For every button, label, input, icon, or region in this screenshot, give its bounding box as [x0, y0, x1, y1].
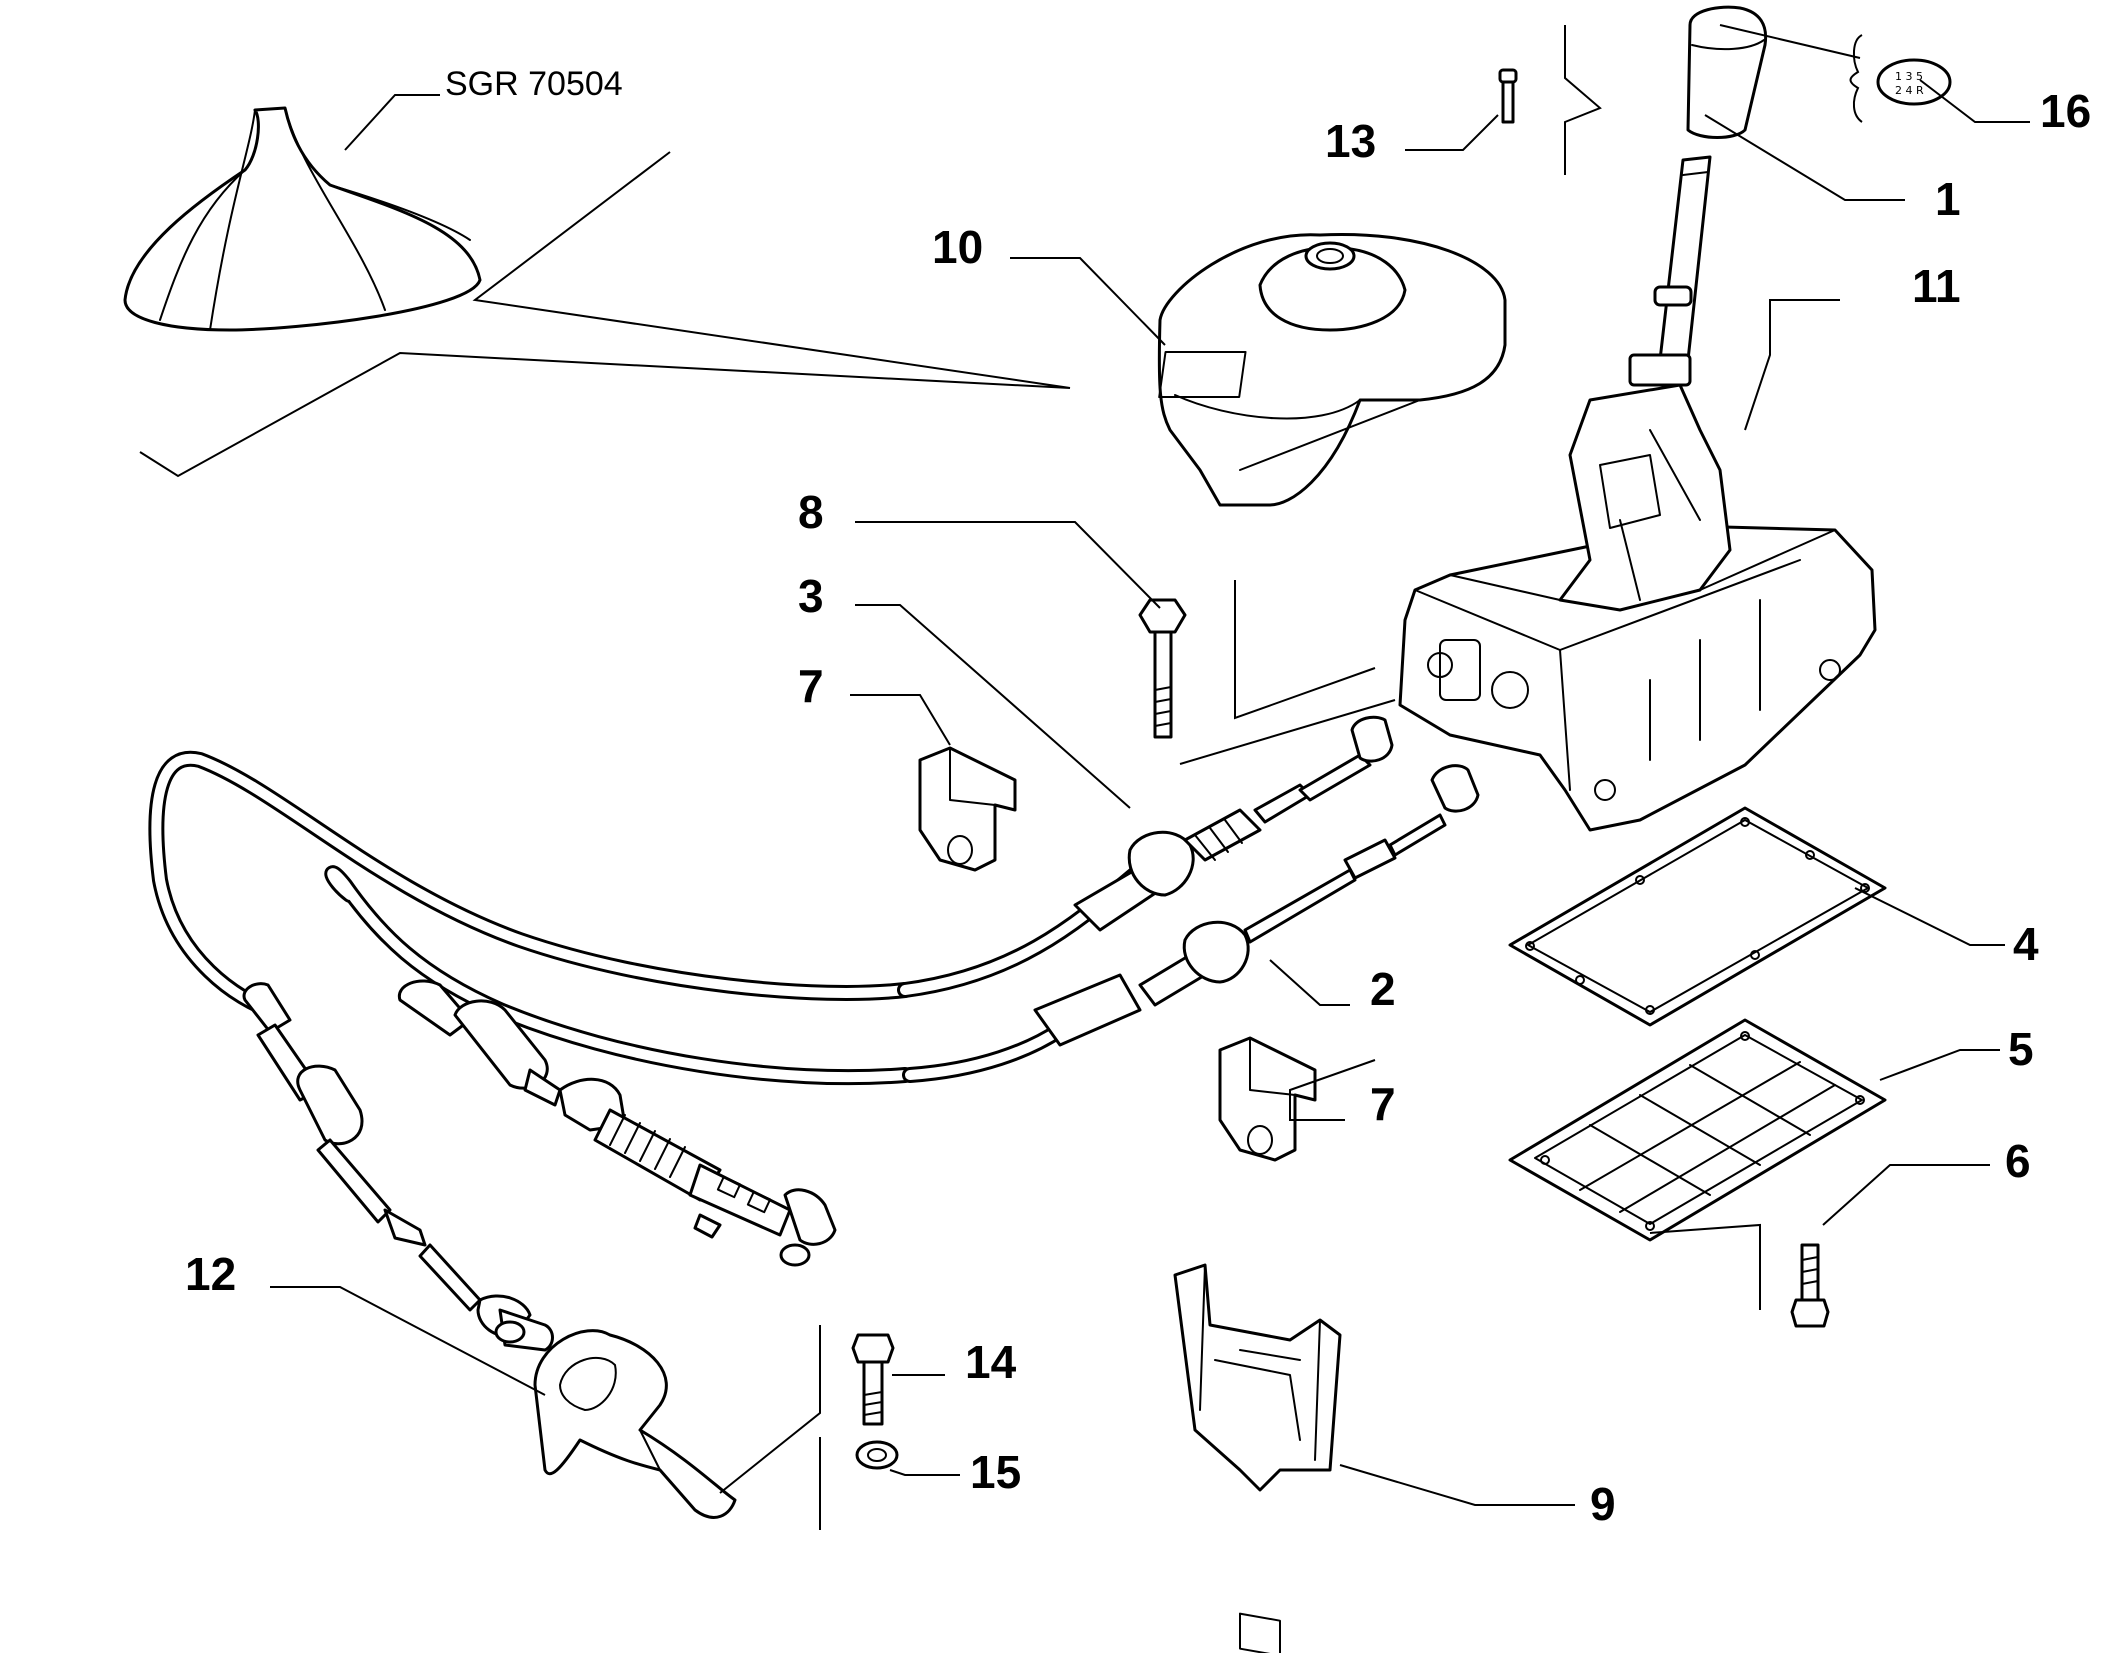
plate-bracket: [1649, 1223, 1761, 1310]
screw-13-bracket: [1564, 25, 1602, 175]
gear-lever: [1628, 155, 1712, 387]
screw-6: [1790, 1243, 1830, 1328]
selector-cable-2: [324, 764, 1480, 1267]
gasket: [1508, 806, 1887, 1027]
callout-10: 10: [932, 221, 983, 273]
svg-text:2 4 R: 2 4 R: [1895, 84, 1924, 97]
callout-1: 1: [1935, 173, 1961, 225]
lever-bracket-12: [533, 1329, 737, 1519]
callout-6: 6: [2005, 1135, 2031, 1187]
callout-8: 8: [798, 486, 824, 538]
bolt-8: [1138, 598, 1187, 739]
callout-2: 2: [1370, 963, 1396, 1015]
shift-housing: [1398, 383, 1877, 832]
callout-7a: 7: [798, 660, 824, 712]
clip-7a: [918, 746, 1017, 872]
svg-text:1 3 5: 1 3 5: [1895, 70, 1923, 83]
shift-pattern-badge: 1 3 5 2 4 R: [1849, 34, 1952, 123]
bolt-bracket: [1234, 580, 1376, 720]
callout-12: 12: [185, 1248, 236, 1300]
callout-7b: 7: [1370, 1078, 1396, 1130]
callout-13: 13: [1325, 115, 1376, 167]
callout-5: 5: [2008, 1023, 2034, 1075]
support-bracket-9: [1173, 1263, 1342, 1653]
detail-bracket: [139, 151, 1071, 478]
gear-cable-3: [148, 715, 1394, 1352]
clip-7b: [1218, 1036, 1317, 1162]
cover-plate: [1508, 1018, 1887, 1242]
screw-13: [1498, 68, 1518, 124]
callout-4: 4: [2013, 918, 2039, 970]
callout-3: 3: [798, 570, 824, 622]
washer-15: [855, 1440, 899, 1470]
gear-boot: [123, 106, 482, 332]
callout-16: 16: [2040, 85, 2091, 137]
bolt-guide: [1179, 699, 1396, 765]
gear-boot-callout: SGR 70504: [344, 65, 623, 151]
bolt-14: [851, 1333, 895, 1426]
lever-bracket-guide: [719, 1325, 821, 1494]
reference-code: SGR 70504: [445, 65, 623, 103]
callout-9: 9: [1590, 1478, 1616, 1530]
callout-14: 14: [965, 1336, 1017, 1388]
leader-lines: [270, 24, 2030, 1506]
console-cover: [1157, 232, 1507, 507]
callout-11: 11: [1912, 260, 1961, 312]
callout-numbers: 1 2 3 4 5 6 7 7 8 9 10 11 12 13 14 15 16: [185, 85, 2091, 1530]
gear-knob: [1686, 5, 1768, 139]
callout-15: 15: [970, 1446, 1021, 1498]
